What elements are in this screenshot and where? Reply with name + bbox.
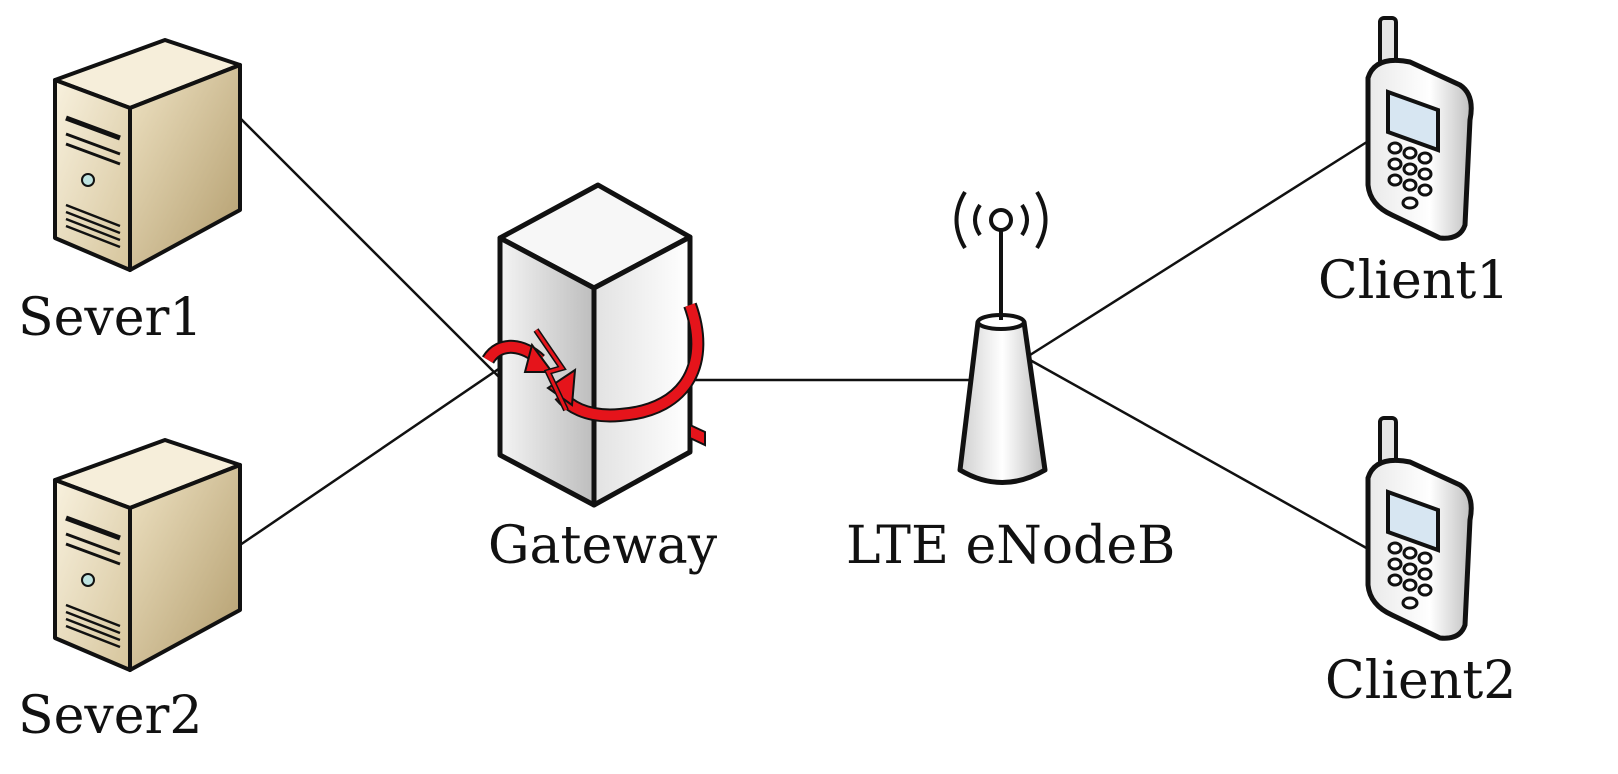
connection-lines (239, 117, 1371, 552)
server2-label: Sever2 (18, 686, 203, 746)
link-enodeb-client2 (1029, 358, 1371, 552)
mobile-phone-icon (1368, 18, 1471, 238)
link-server1-gateway (239, 117, 501, 379)
link-enodeb-client1 (1029, 138, 1371, 357)
server1-label: Sever1 (18, 288, 203, 348)
client1-label: Client1 (1318, 251, 1510, 311)
server-tower-icon (55, 440, 240, 670)
client2-label: Client2 (1325, 651, 1517, 711)
enodeb-label: LTE eNodeB (846, 516, 1176, 576)
gateway-router-icon (482, 182, 706, 508)
mobile-phone-icon (1368, 418, 1471, 638)
lte-antenna-icon (954, 190, 1048, 485)
link-server2-gateway (239, 366, 501, 547)
server-tower-icon (55, 40, 240, 270)
gateway-label: Gateway (488, 516, 718, 576)
